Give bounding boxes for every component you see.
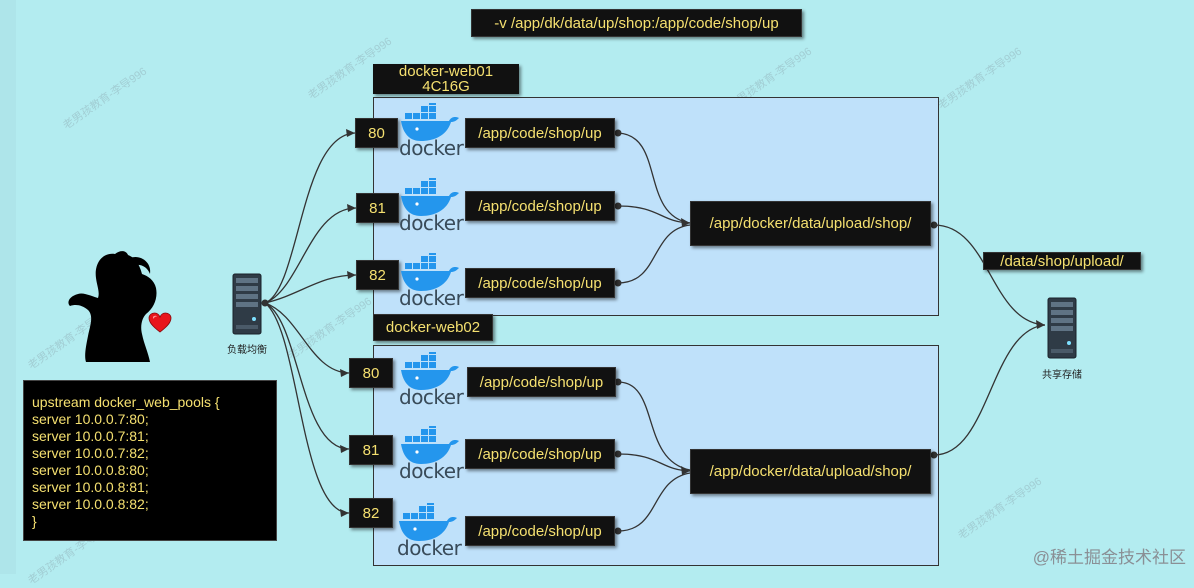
docker-web02-title: docker-web02 <box>373 314 493 341</box>
docker-web01-title: docker-web01 4C16G <box>373 64 519 94</box>
docker-logo: docker <box>399 99 464 160</box>
corner-watermark: @稀土掘金技术社区 <box>1032 548 1186 567</box>
web02-container-path-80: /app/code/shop/up <box>467 367 616 397</box>
docker-logo-text: docker <box>397 536 462 560</box>
wire-web01-storage <box>933 224 1046 326</box>
docker-logo: docker <box>399 174 464 235</box>
volume-mapping-label: -v /app/dk/data/up/shop:/app/code/shop/u… <box>471 9 802 37</box>
wire-lb-web02-82 <box>264 302 350 514</box>
left-rail <box>0 0 16 574</box>
woman-silhouette-icon <box>68 251 157 362</box>
load-balancer-label: 负载均衡 <box>227 345 267 356</box>
web01-data-dir: /app/docker/data/upload/shop/ <box>690 201 931 246</box>
upstream-line: upstream docker_web_pools { <box>32 394 220 410</box>
web01-container-path-81: /app/code/shop/up <box>465 191 615 221</box>
wire-lb-web01-81 <box>264 207 357 304</box>
wire-web01-80-data <box>617 132 691 224</box>
docker-web01-spec: 4C16G <box>422 78 470 95</box>
heart-icon <box>148 312 172 333</box>
docker-web01-name: docker-web01 <box>398 63 494 80</box>
web02-port-81: 81 <box>349 435 393 465</box>
docker-logo: docker <box>397 499 462 560</box>
web02-container-path-82: /app/code/shop/up <box>465 516 615 546</box>
web02-port-82: 82 <box>349 498 393 528</box>
docker-logo: docker <box>399 422 464 483</box>
web01-container-path-82: /app/code/shop/up <box>465 268 615 298</box>
upstream-line: server 10.0.0.7:82; <box>32 445 149 461</box>
upstream-line: server 10.0.0.8:80; <box>32 462 149 478</box>
wire-web01-82-data <box>617 224 691 284</box>
docker-logo-text: docker <box>399 136 464 160</box>
upstream-line: server 10.0.0.7:80; <box>32 411 149 427</box>
shared-storage-path: /data/shop/upload/ <box>983 252 1141 270</box>
wire-lb-web01-80 <box>264 132 356 304</box>
docker-logo: docker <box>399 348 464 409</box>
upstream-config-block: upstream docker_web_pools { server 10.0.… <box>23 380 277 541</box>
wire-web01-81-data <box>617 205 691 224</box>
shared-storage-server-icon <box>1047 297 1077 359</box>
connection-lines <box>261 129 1046 535</box>
web02-data-dir: /app/docker/data/upload/shop/ <box>690 449 931 494</box>
docker-logo-text: docker <box>399 211 464 235</box>
web02-container-path-81: /app/code/shop/up <box>465 439 615 469</box>
wire-web02-storage <box>933 324 1046 456</box>
wire-lb-web01-82 <box>264 274 357 304</box>
docker-whale-icon <box>401 348 459 390</box>
web01-port-81: 81 <box>356 193 399 223</box>
wire-lb-web02-80 <box>264 302 350 374</box>
wire-web02-81-data <box>617 453 691 472</box>
wire-web02-80-data <box>617 381 691 471</box>
upstream-line: server 10.0.0.8:82; <box>32 496 149 512</box>
load-balancer-server-icon <box>232 273 262 335</box>
web02-port-80: 80 <box>349 358 393 388</box>
docker-whale-icon <box>401 174 459 216</box>
docker-logo: docker <box>399 249 464 310</box>
upstream-line: server 10.0.0.8:81; <box>32 479 149 495</box>
web01-container-path-80: /app/code/shop/up <box>465 118 615 148</box>
docker-logo-text: docker <box>399 385 464 409</box>
docker-logo-text: docker <box>399 459 464 483</box>
shared-storage-label: 共享存储 <box>1042 370 1082 381</box>
wire-lb-web02-81 <box>264 302 350 450</box>
web01-port-80: 80 <box>355 118 398 148</box>
wire-web02-82-data <box>617 472 691 532</box>
upstream-line: server 10.0.0.7:81; <box>32 428 149 444</box>
web01-port-82: 82 <box>356 260 399 290</box>
upstream-line: } <box>32 513 37 529</box>
docker-logo-text: docker <box>399 286 464 310</box>
